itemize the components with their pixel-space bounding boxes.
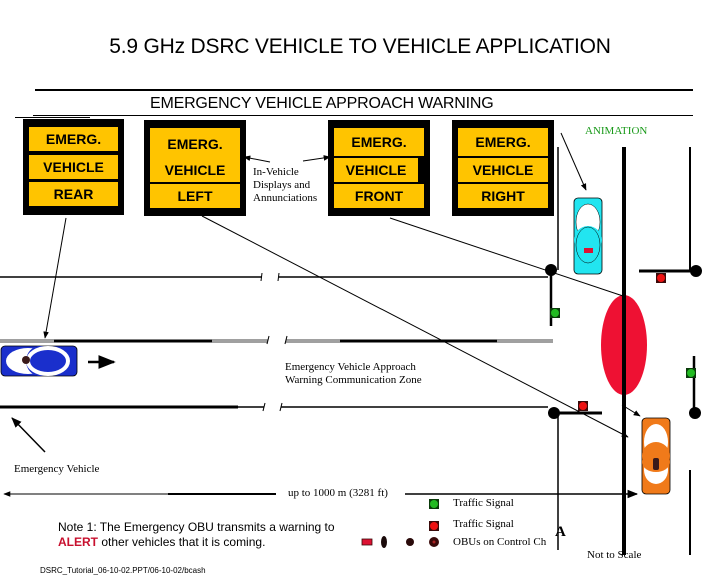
sign-line: VEHICLE bbox=[334, 158, 418, 182]
legend-red-signal-icon bbox=[429, 521, 439, 531]
pointer-display-front bbox=[302, 155, 331, 162]
pointer-rear-sign bbox=[43, 217, 67, 339]
legend-obu-icons bbox=[361, 536, 439, 548]
emergency-vehicle-label: Emergency Vehicle bbox=[14, 463, 100, 475]
not-to-scale-label: Not to Scale bbox=[587, 549, 642, 561]
page-title: 5.9 GHz DSRC VEHICLE TO VEHICLE APPLICAT… bbox=[109, 35, 611, 58]
legend-green-signal-icon bbox=[429, 499, 439, 509]
display-sign-left: EMERG. VEHICLE LEFT bbox=[144, 120, 246, 216]
section-subtitle: EMERGENCY VEHICLE APPROACH WARNING bbox=[150, 95, 494, 112]
intersection-marker: A bbox=[555, 524, 566, 540]
display-sign-rear: EMERG. VEHICLE REAR bbox=[23, 119, 124, 215]
vehicle-orange-icon bbox=[641, 417, 671, 495]
road-edge-top bbox=[0, 272, 548, 282]
footer-source: DSRC_Tutorial_06-10-02.PPT/06-10-02/bcas… bbox=[40, 566, 206, 575]
sign-line: EMERG. bbox=[458, 128, 548, 156]
legend-label-red-signal: Traffic Signal bbox=[453, 518, 514, 530]
sign-line: VEHICLE bbox=[150, 158, 240, 182]
sign-line: EMERG. bbox=[29, 127, 118, 151]
range-label: up to 1000 m (3281 ft) bbox=[286, 487, 390, 499]
alert-word: ALERT bbox=[58, 535, 98, 549]
sign-line: VEHICLE bbox=[458, 158, 548, 182]
emergency-vehicle-icon bbox=[0, 345, 78, 377]
label-line: In-Vehicle bbox=[253, 166, 299, 178]
road-center-divider bbox=[0, 335, 553, 345]
in-vehicle-displays-label: In-Vehicle Displays and Annunciations bbox=[253, 166, 317, 205]
subtitle-divider-stub bbox=[15, 117, 90, 118]
note-text: Note 1: The Emergency OBU transmits a wa… bbox=[58, 520, 358, 550]
display-sign-front: EMERG. VEHICLE FRONT bbox=[328, 120, 430, 216]
note-suffix: other vehicles that it is coming. bbox=[98, 535, 266, 549]
sign-line: FRONT bbox=[334, 184, 424, 208]
title-divider bbox=[35, 89, 693, 91]
animation-label[interactable]: ANIMATION bbox=[585, 125, 648, 137]
traffic-signal-se bbox=[686, 356, 701, 419]
display-sign-right: EMERG. VEHICLE RIGHT bbox=[452, 120, 554, 216]
note-line-1: Note 1: The Emergency OBU transmits a wa… bbox=[58, 520, 335, 534]
road-edge-bottom bbox=[0, 402, 548, 412]
sign-line: REAR bbox=[29, 182, 118, 206]
sign-line: RIGHT bbox=[458, 184, 548, 208]
sign-line: EMERG. bbox=[334, 128, 424, 156]
label-line: Emergency Vehicle Approach bbox=[285, 361, 416, 373]
pointer-front-sign bbox=[389, 217, 627, 298]
pointer-orange-vehicle bbox=[621, 404, 641, 417]
vehicle-cyan-icon bbox=[573, 197, 603, 275]
traffic-signal-ne bbox=[639, 265, 702, 283]
traffic-signal-sw bbox=[548, 401, 602, 419]
pointer-left-sign bbox=[201, 215, 629, 438]
subtitle-divider bbox=[33, 115, 693, 116]
legend-label-green-signal: Traffic Signal bbox=[453, 497, 514, 509]
sign-line: EMERG. bbox=[150, 128, 240, 160]
note-line-2: ALERT other vehicles that it is coming. bbox=[58, 535, 358, 550]
sign-line: VEHICLE bbox=[29, 155, 118, 179]
label-line: Annunciations bbox=[253, 192, 318, 204]
label-line: Warning Communication Zone bbox=[285, 374, 422, 386]
label-line: Displays and bbox=[253, 179, 311, 191]
pointer-right-sign bbox=[560, 132, 587, 191]
pointer-emergency-vehicle bbox=[11, 417, 46, 453]
traffic-signal-nw bbox=[545, 264, 560, 326]
legend-label-obu: OBUs on Control Ch bbox=[453, 536, 547, 548]
pointer-display-left bbox=[243, 155, 271, 163]
sign-line: LEFT bbox=[150, 184, 240, 208]
communication-zone-label: Emergency Vehicle Approach Warning Commu… bbox=[285, 361, 422, 387]
